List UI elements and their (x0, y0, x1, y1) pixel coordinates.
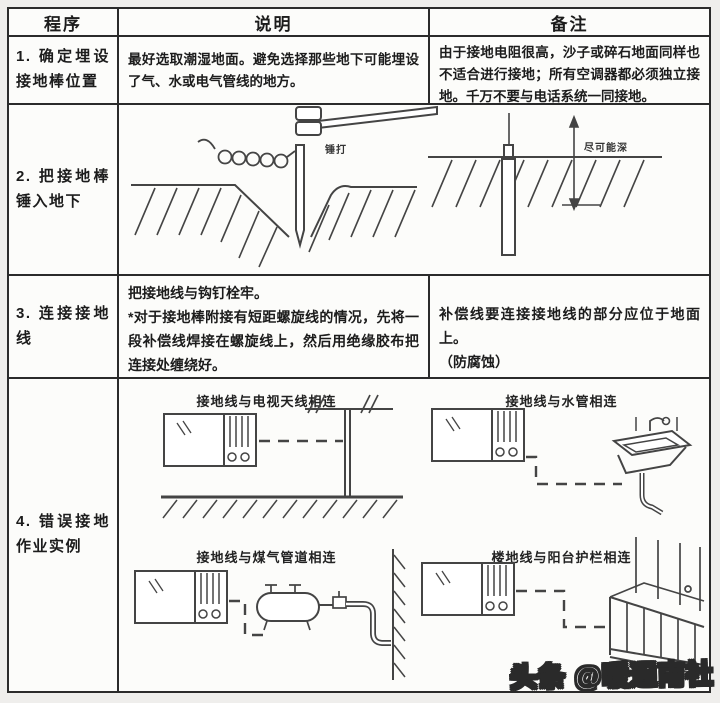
row3-description-line2: *对于接地棒附接有短距螺旋线的情况，先将一段补偿线焊接在螺旋线上，然后用绝缘胶布… (128, 309, 419, 374)
gas-pipe-illustration (134, 549, 406, 680)
row4-diagram-cell: 接地线与电视天线相连 (119, 379, 709, 691)
balcony-railing-label: 楼地线与阳台护栏相连 (491, 550, 632, 565)
grounding-procedure-table: 程序 说明 备注 1. 确定埋设接地棒位置 最好选取潮湿地面。避免选择那些地下可… (7, 7, 711, 693)
balcony-railing-diagram: 楼地线与阳台护栏相连 (414, 535, 709, 691)
column-header-description: 说明 (119, 9, 430, 37)
row3-description-line1: 把接地线与钩钉栓牢。 (128, 285, 268, 301)
depth-label: 尽可能深 (584, 143, 628, 154)
gas-pipe-diagram: 接地线与煤气管道相连 (119, 535, 414, 691)
row3-remark-line2: （防腐蚀） (439, 354, 509, 371)
tv-antenna-illustration (161, 394, 403, 519)
column-header-procedure: 程序 (9, 9, 119, 37)
depth-diagram: 尽可能深 (414, 105, 709, 274)
gas-pipe-label: 接地线与煤气管道相连 (196, 550, 337, 565)
row3-description: 把接地线与钩钉栓牢。 *对于接地棒附接有短距螺旋线的情况，先将一段补偿线焊接在螺… (119, 276, 430, 379)
row1-description: 最好选取潮湿地面。避免选择那些地下可能埋设了气、水或电气管线的地方。 (119, 37, 430, 105)
sink-illustration (431, 408, 693, 516)
wrong-grounding-examples: 接地线与电视天线相连 (119, 379, 709, 691)
rod-depth-illustration (428, 113, 662, 256)
row1-procedure: 1. 确定埋设接地棒位置 (9, 37, 119, 105)
row1-remark: 由于接地电阻很高，沙子或碎石地面同样也不适合进行接地；所有空调器都必须独立接地。… (430, 37, 709, 105)
row2-procedure: 2. 把接地棒锤入地下 (9, 105, 119, 276)
row3-procedure: 3. 连接接地线 (9, 276, 119, 379)
tv-antenna-diagram: 接地线与电视天线相连 (119, 379, 414, 535)
row3-remark-line1: 补偿线要连接接地线的部分应位于地面上。 (439, 306, 700, 347)
hammer-rod-illustration (131, 105, 438, 268)
water-pipe-label: 接地线与水管相连 (505, 394, 618, 409)
row4-procedure: 4. 错误接地作业实例 (9, 379, 119, 691)
watermark: 头条 @暖通南社 (509, 658, 715, 693)
water-pipe-diagram: 接地线与水管相连 (414, 379, 709, 535)
row2-diagram-cell: 锤打 (119, 105, 709, 276)
row3-remark: 补偿线要连接接地线的部分应位于地面上。 （防腐蚀） (430, 276, 709, 379)
balcony-illustration (421, 537, 705, 676)
column-header-remark: 备注 (430, 9, 709, 37)
hammer-label: 锤打 (325, 145, 347, 156)
hammer-diagram: 锤打 (119, 105, 438, 274)
tv-antenna-label: 接地线与电视天线相连 (196, 394, 337, 409)
